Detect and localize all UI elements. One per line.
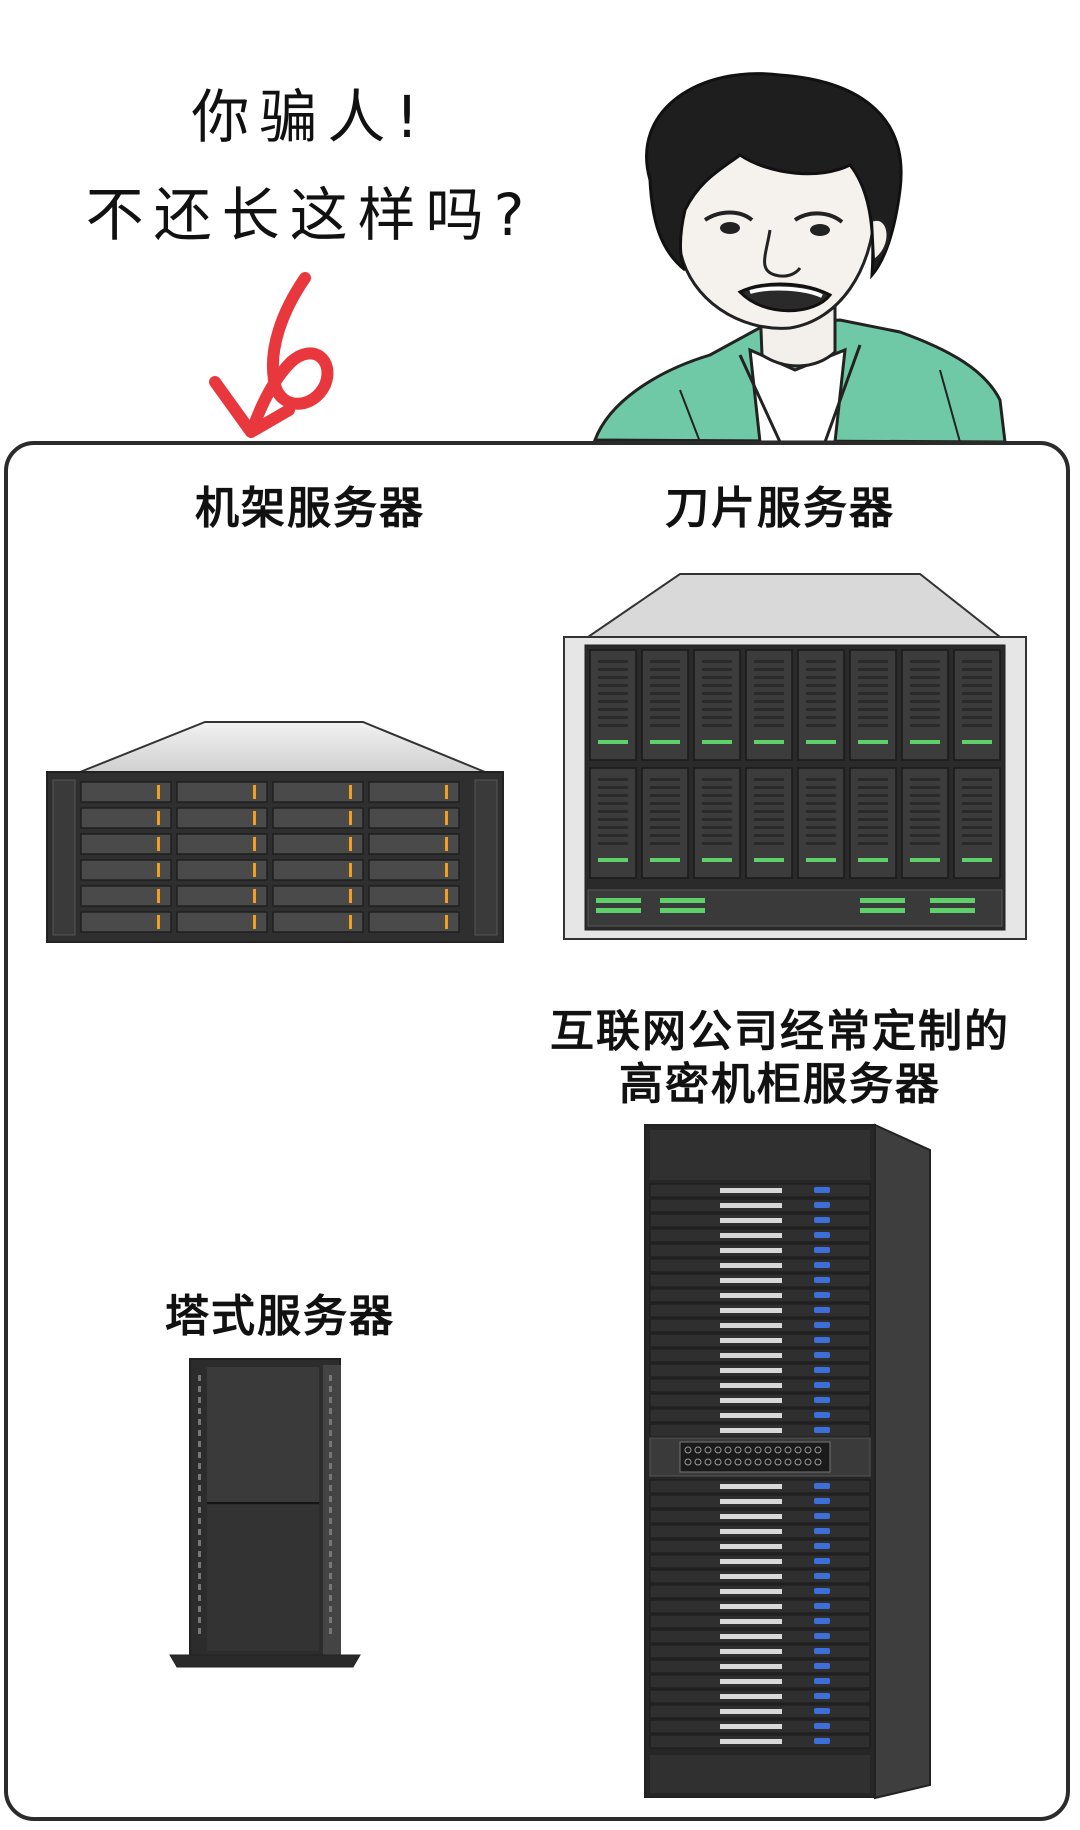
tower-server-illustration: [169, 1358, 361, 1668]
blade-server-illustration: [563, 573, 1027, 940]
cartoon-man-illustration: [592, 72, 1007, 444]
speech-line-2: 不还长这样吗?: [85, 181, 535, 249]
rack-server-illustration: [46, 721, 504, 943]
rack-server-label: 机架服务器: [195, 483, 425, 534]
speech-line-1: 你骗人!: [191, 83, 429, 151]
hd-server-label-line1: 互联网公司经常定制的: [550, 1006, 1010, 1057]
high-density-cabinet-illustration: [644, 1123, 931, 1800]
tower-server-label: 塔式服务器: [165, 1291, 395, 1342]
blade-server-label: 刀片服务器: [665, 483, 895, 534]
red-arrow-icon: [209, 272, 334, 438]
hd-server-label-line2: 高密机柜服务器: [619, 1059, 941, 1110]
